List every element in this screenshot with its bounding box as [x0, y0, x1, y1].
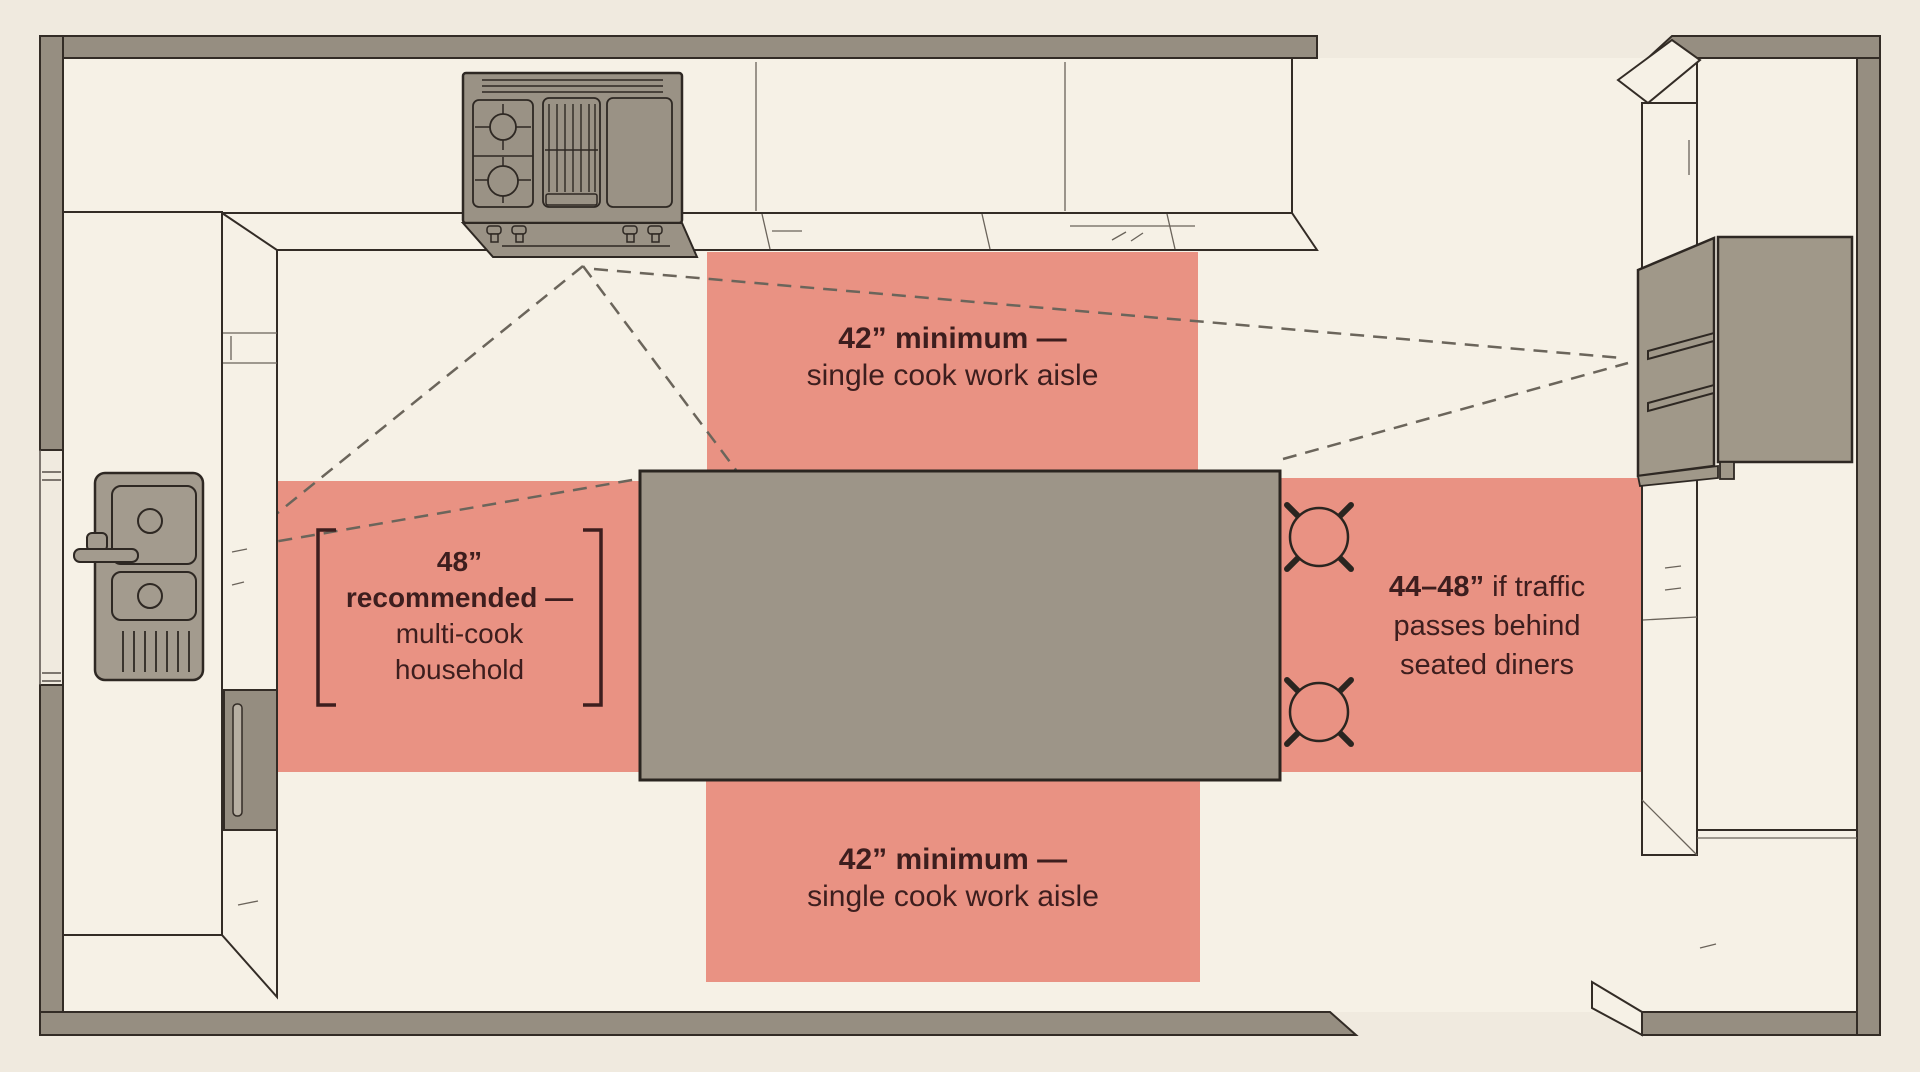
top-work-aisle-zone: [707, 252, 1198, 471]
left-cabinet-seams: [223, 332, 277, 906]
bracket-right-icon: [583, 528, 603, 707]
door-leaf: [1591, 980, 1643, 1037]
knob-stem: [515, 233, 524, 243]
bottom-wall-right: [1641, 1011, 1881, 1036]
grill-tray: [545, 193, 598, 206]
fridge-handle-icon: [1647, 383, 1715, 413]
grill-module: [542, 97, 601, 208]
cooktop-to-sink-line: [232, 265, 584, 550]
label-right-zone: 44–48” if traffic passes behind seated d…: [1330, 568, 1644, 685]
pantry-seams: [1641, 140, 1857, 949]
bottom-aisle-description: single cook work aisle: [807, 880, 1099, 913]
right-zone-line-3: seated diners: [1399, 649, 1575, 681]
bracket-left-icon: [316, 528, 336, 707]
drain-icon: [137, 508, 163, 534]
knob-icon: [511, 225, 527, 235]
left-wall-upper: [39, 35, 64, 451]
label-top-aisle: 42” minimum — single cook work aisle: [707, 320, 1198, 394]
label-left-aisle: 48” recommended — multi-cook household: [318, 544, 601, 688]
fridge-front: [1716, 235, 1854, 464]
left-aisle-description-1: multi-cook: [395, 618, 524, 649]
measurement-brackets: [316, 528, 603, 707]
bottom-wall-left: [39, 1011, 1359, 1036]
fridge-base: [1636, 464, 1719, 487]
left-wall-lower: [39, 684, 64, 1036]
right-zone-line-1-rest: if traffic: [1484, 571, 1586, 603]
work-triangle-lines: [232, 265, 1629, 551]
refrigerator: [1636, 235, 1854, 487]
window-opening: [39, 450, 64, 685]
faucet-spout-icon: [73, 548, 139, 563]
knob-stem: [490, 233, 499, 243]
kitchen-island: [638, 469, 1282, 782]
bar-stool-icon: [1284, 502, 1354, 572]
bar-stools: [1284, 502, 1354, 747]
sink-basin-upper: [111, 485, 197, 565]
bottom-aisle-measurement: 42” minimum —: [838, 843, 1068, 876]
top-aisle-measurement: 42” minimum —: [838, 322, 1067, 355]
drainboard-lines: [122, 631, 190, 672]
dishwasher-panel: [223, 689, 278, 831]
left-cabinet-front: [221, 211, 278, 1000]
right-zone-measurement: 44–48”: [1388, 571, 1485, 603]
bar-stool-icon: [1284, 677, 1354, 747]
left-aisle-measurement: 48”: [436, 546, 483, 577]
cooktop: [460, 71, 699, 258]
top-counter: [62, 57, 1319, 251]
knob-icon: [486, 225, 502, 235]
upper-cabinet-crown: [1616, 38, 1702, 105]
fridge-handle-icon: [1647, 331, 1715, 361]
grill-lines: [545, 104, 598, 192]
dishwasher-handle: [232, 703, 243, 817]
control-knobs: [486, 225, 663, 243]
top-wall: [39, 35, 1318, 59]
left-aisle-measurement-word: recommended —: [345, 582, 574, 613]
cooktop-vent-lines: [482, 79, 663, 93]
island-to-fridge-line: [1282, 361, 1629, 461]
knob-icon: [622, 225, 638, 235]
cooktop-to-fridge-line: [593, 267, 1623, 360]
cooktop-to-island-line: [582, 265, 737, 471]
top-aisle-description: single cook work aisle: [806, 359, 1099, 392]
right-zone-line-1: 44–48” if traffic: [1330, 568, 1644, 607]
burner-icon: [487, 165, 519, 197]
knob-stem: [626, 233, 635, 243]
left-work-aisle-zone: [277, 481, 640, 772]
fridge-foot: [1719, 461, 1735, 480]
label-bottom-aisle: 42” minimum — single cook work aisle: [706, 841, 1200, 915]
left-aisle-description-2: household: [394, 654, 525, 685]
sink: [73, 471, 205, 682]
bottom-work-aisle-zone: [706, 780, 1200, 982]
right-zone-line-2: passes behind: [1393, 610, 1581, 642]
griddle-module: [606, 97, 673, 208]
right-wall: [1856, 35, 1881, 1036]
sink-basin-lower: [111, 571, 197, 621]
sink-unit: [93, 471, 205, 682]
right-cabinets: [1616, 38, 1858, 949]
cabinet-seam-lines: [755, 62, 1195, 250]
knob-icon: [647, 225, 663, 235]
drain-icon: [137, 583, 163, 609]
burner-icon: [489, 113, 517, 141]
knob-stem: [651, 233, 660, 243]
